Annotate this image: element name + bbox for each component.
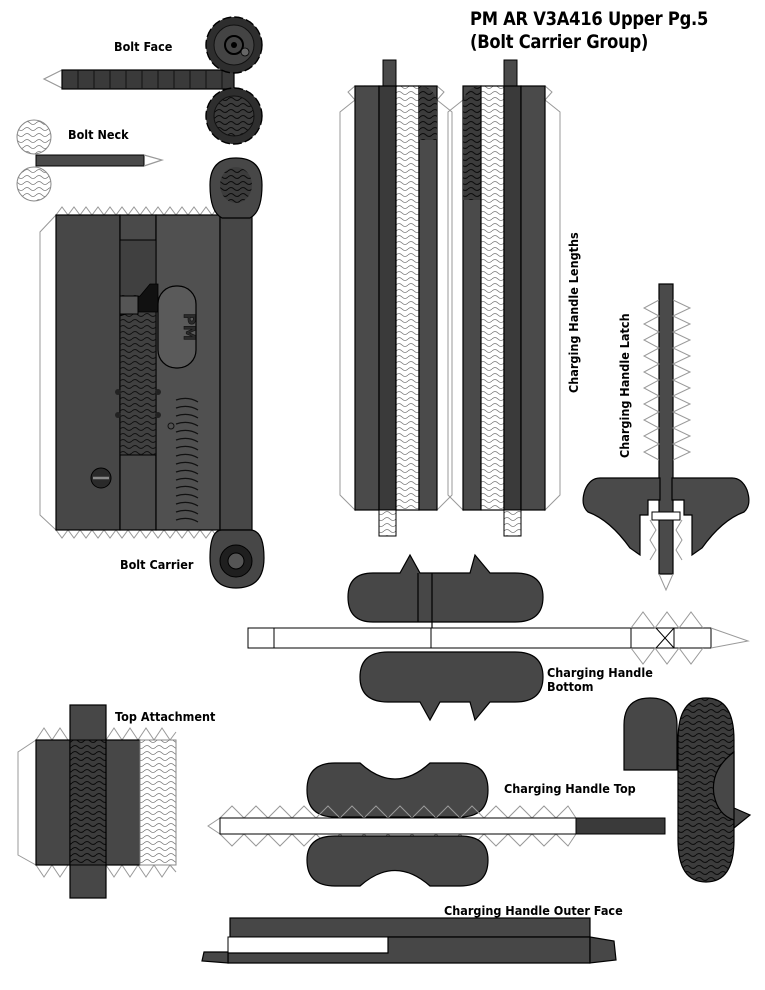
page-title-line2: (Bolt Carrier Group) (470, 31, 649, 53)
page-title-line1: PM AR V3A416 Upper Pg.5 (470, 8, 709, 30)
pm-logo: PM (180, 313, 199, 341)
charging-handle-bottom-label-line1: Charging Handle (547, 665, 653, 680)
charging-handle-bottom-label-line2: Bottom (547, 679, 594, 694)
charging-handle-tip-part (623, 697, 752, 883)
bolt-carrier-part: PM (39, 157, 265, 589)
charging-handle-outer-face-label: Charging Handle Outer Face (444, 903, 623, 918)
page-title: PM AR V3A416 Upper Pg.5 (Bolt Carrier Gr… (470, 8, 719, 54)
bolt-neck-label: Bolt Neck (68, 127, 129, 142)
charging-handle-latch-label: Charging Handle Latch (617, 313, 632, 458)
charging-handle-lengths-label: Charging Handle Lengths (566, 232, 581, 393)
charging-handle-bottom-label: Charging Handle Bottom (547, 666, 653, 694)
charging-handle-lengths-part (339, 59, 561, 537)
bolt-face-part (42, 16, 263, 145)
bolt-carrier-label: Bolt Carrier (120, 557, 194, 572)
charging-handle-bottom-part (247, 553, 750, 722)
bolt-face-label: Bolt Face (114, 39, 173, 54)
top-attachment-part (17, 704, 177, 899)
charging-handle-top-part (207, 762, 666, 887)
bolt-neck-part (16, 119, 165, 202)
top-attachment-label: Top Attachment (115, 709, 216, 724)
charging-handle-latch-part (582, 283, 750, 592)
charging-handle-outer-face-part (201, 917, 617, 964)
charging-handle-top-label: Charging Handle Top (504, 781, 636, 796)
